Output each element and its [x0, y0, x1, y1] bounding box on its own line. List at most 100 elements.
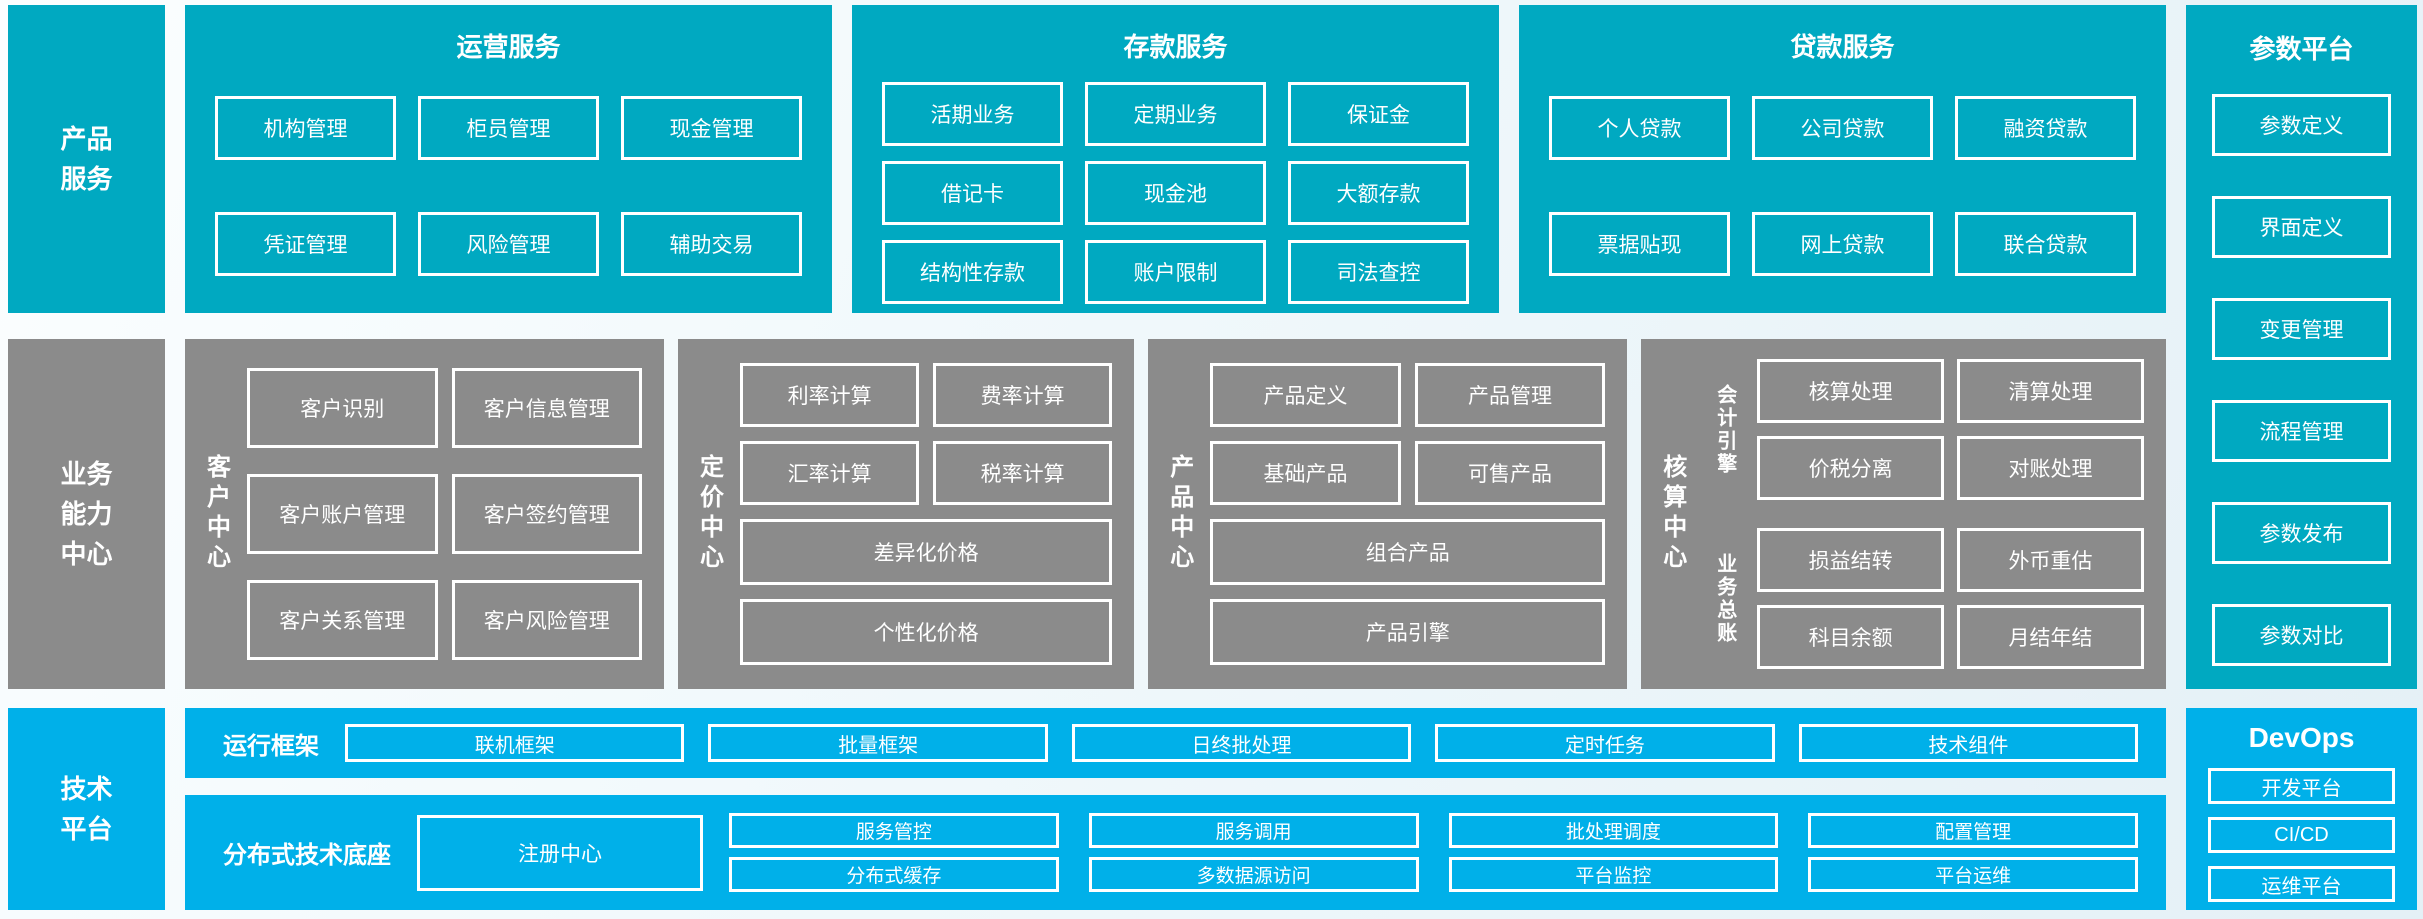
diagram-item-wide: 组合产品 — [1210, 519, 1606, 585]
business-capability-row: 业务 能力 中心 客户中心 客户识别客户信息管理客户账户管理客户签约管理客户关系… — [8, 339, 2166, 689]
accounting-engine-grid: 核算处理清算处理价税分离对账处理 — [1757, 359, 2144, 500]
section-loan-services: 贷款服务 个人贷款公司贷款融资贷款票据贴现网上贷款联合贷款 — [1519, 5, 2166, 313]
accounting-engine-group: 会计引擎 核算处理清算处理价税分离对账处理 — [1703, 359, 2144, 500]
diagram-item: 平台监控 — [1448, 857, 1779, 892]
diagram-item: 流程管理 — [2212, 400, 2391, 462]
diagram-item: 多数据源访问 — [1088, 857, 1419, 892]
diagram-item: 批量框架 — [708, 724, 1048, 762]
diagram-item: 产品管理 — [1414, 363, 1606, 427]
diagram-item: 批处理调度 — [1448, 813, 1779, 848]
diagram-item: 辅助交易 — [621, 212, 802, 276]
section-title-loan: 贷款服务 — [1790, 32, 1895, 62]
center-accounting: 核算中心 会计引擎 核算处理清算处理价税分离对账处理 业务总账 — [1641, 339, 2166, 689]
diagram-item: 风险管理 — [418, 212, 599, 276]
diagram-item: 现金管理 — [621, 96, 802, 160]
section-operations-services: 运营服务 机构管理柜员管理现金管理凭证管理风险管理辅助交易 — [185, 5, 832, 313]
center-product: 产品中心 产品定义产品管理基础产品可售产品 组合产品产品引擎 — [1148, 339, 1628, 689]
diagram-item: 平台运维 — [1808, 857, 2138, 892]
product-items-wrap: 产品定义产品管理基础产品可售产品 组合产品产品引擎 — [1210, 339, 1606, 689]
diagram-item: 税率计算 — [933, 441, 1113, 505]
diagram-item-wide: 产品引擎 — [1210, 599, 1606, 665]
diagram-item: 日终批处理 — [1071, 724, 1412, 762]
row-label-tech-platform: 技术 平台 — [8, 708, 165, 910]
diagram-item: 对账处理 — [1957, 436, 2144, 500]
runtime-framework-band: 运行框架 联机框架批量框架日终批处理定时任务技术组件 — [185, 708, 2166, 778]
accounting-center-label: 核算中心 — [1658, 454, 1686, 574]
product-items-grid: 产品定义产品管理基础产品可售产品 — [1210, 363, 1606, 505]
diagram-item: 参数发布 — [2212, 502, 2391, 564]
diagram-item: 大额存款 — [1288, 161, 1469, 225]
devops-title: DevOps — [2248, 722, 2355, 753]
section-title-operations: 运营服务 — [456, 32, 561, 62]
diagram-item: 借记卡 — [882, 161, 1063, 225]
diagram-item: 服务调用 — [1088, 813, 1419, 848]
diagram-item: 定时任务 — [1435, 724, 1775, 762]
diagram-item: 保证金 — [1288, 82, 1469, 146]
row-label-business-capability: 业务 能力 中心 — [8, 339, 165, 689]
diagram-item: 司法查控 — [1288, 240, 1469, 304]
diagram-item: 联机框架 — [345, 724, 685, 762]
diagram-item: 界面定义 — [2212, 196, 2391, 258]
accounting-engine-label-wrap: 会计引擎 — [1703, 359, 1747, 500]
diagram-item: 凭证管理 — [215, 212, 396, 276]
pricing-items-grid: 利率计算费率计算汇率计算税率计算 — [740, 363, 1113, 505]
diagram-item: 客户账户管理 — [247, 474, 438, 554]
diagram-item: 变更管理 — [2212, 298, 2391, 360]
diagram-item: 汇率计算 — [740, 441, 920, 505]
diagram-item: 活期业务 — [882, 82, 1063, 146]
tech-platform-row: 技术 平台 运行框架 联机框架批量框架日终批处理定时任务技术组件 分布式技术底座… — [8, 708, 2166, 910]
product-center-label-wrap: 产品中心 — [1148, 339, 1210, 689]
tech-bands-column: 运行框架 联机框架批量框架日终批处理定时任务技术组件 分布式技术底座 注册中心 … — [185, 708, 2166, 910]
diagram-item: 现金池 — [1085, 161, 1266, 225]
product-wide-items: 组合产品产品引擎 — [1210, 519, 1606, 665]
diagram-item: 月结年结 — [1957, 605, 2144, 669]
accounting-center-label-wrap: 核算中心 — [1641, 339, 1703, 689]
diagram-item: 损益结转 — [1757, 528, 1945, 592]
deposit-items-grid: 活期业务定期业务保证金借记卡现金池大额存款结构性存款账户限制司法查控 — [882, 82, 1469, 304]
product-center-label: 产品中心 — [1165, 454, 1193, 574]
parameter-platform-panel: 参数平台 参数定义界面定义变更管理流程管理参数发布参数对比 — [2186, 5, 2417, 689]
diagram-item: 运维平台 — [2208, 866, 2395, 902]
customer-items-grid: 客户识别客户信息管理客户账户管理客户签约管理客户关系管理客户风险管理 — [247, 339, 643, 689]
business-ledger-label: 业务总账 — [1713, 552, 1736, 645]
diagram-item: 外币重估 — [1957, 528, 2144, 592]
diagram-item: 参数对比 — [2212, 604, 2391, 666]
section-title-deposit: 存款服务 — [1123, 32, 1228, 62]
diagram-item: 清算处理 — [1957, 359, 2144, 423]
diagram-item: 机构管理 — [215, 96, 396, 160]
product-services-row: 产品 服务 运营服务 机构管理柜员管理现金管理凭证管理风险管理辅助交易 存款服务… — [8, 5, 2166, 313]
diagram-item-wide: 差异化价格 — [740, 519, 1113, 585]
loan-items-grid: 个人贷款公司贷款融资贷款票据贴现网上贷款联合贷款 — [1549, 96, 2136, 276]
center-customer: 客户中心 客户识别客户信息管理客户账户管理客户签约管理客户关系管理客户风险管理 — [185, 339, 665, 689]
operations-items-grid: 机构管理柜员管理现金管理凭证管理风险管理辅助交易 — [215, 96, 802, 276]
business-ledger-label-wrap: 业务总账 — [1703, 528, 1747, 669]
runtime-framework-items: 联机框架批量框架日终批处理定时任务技术组件 — [345, 724, 2139, 762]
diagram-item: 核算处理 — [1757, 359, 1945, 423]
diagram-item: 价税分离 — [1757, 436, 1945, 500]
diagram-item: 客户识别 — [247, 368, 438, 448]
diagram-item: 个人贷款 — [1549, 96, 1730, 160]
diagram-item: 网上贷款 — [1752, 212, 1933, 276]
diagram-item: 参数定义 — [2212, 94, 2391, 156]
diagram-item: CI/CD — [2208, 817, 2395, 853]
diagram-item: 客户签约管理 — [451, 474, 643, 554]
diagram-item: 产品定义 — [1210, 363, 1401, 427]
diagram-item: 客户风险管理 — [451, 580, 643, 660]
diagram-item: 技术组件 — [1798, 724, 2139, 762]
runtime-framework-label: 运行框架 — [223, 732, 319, 760]
diagram-item: 客户信息管理 — [451, 368, 643, 448]
diagram-item: 利率计算 — [740, 363, 920, 427]
pricing-wide-items: 差异化价格个性化价格 — [740, 519, 1113, 665]
business-ledger-group: 业务总账 损益结转外币重估科目余额月结年结 — [1703, 528, 2144, 669]
diagram-item: 基础产品 — [1210, 441, 1401, 505]
distributed-base-items: 服务管控服务调用批处理调度配置管理分布式缓存多数据源访问平台监控平台运维 — [729, 813, 2138, 892]
pricing-items-wrap: 利率计算费率计算汇率计算税率计算 差异化价格个性化价格 — [740, 339, 1113, 689]
business-ledger-grid: 损益结转外币重估科目余额月结年结 — [1757, 528, 2144, 669]
accounting-engine-label: 会计引擎 — [1713, 383, 1736, 476]
diagram-item: 可售产品 — [1414, 441, 1606, 505]
diagram-item: 柜员管理 — [418, 96, 599, 160]
section-deposit-services: 存款服务 活期业务定期业务保证金借记卡现金池大额存款结构性存款账户限制司法查控 — [852, 5, 1499, 313]
